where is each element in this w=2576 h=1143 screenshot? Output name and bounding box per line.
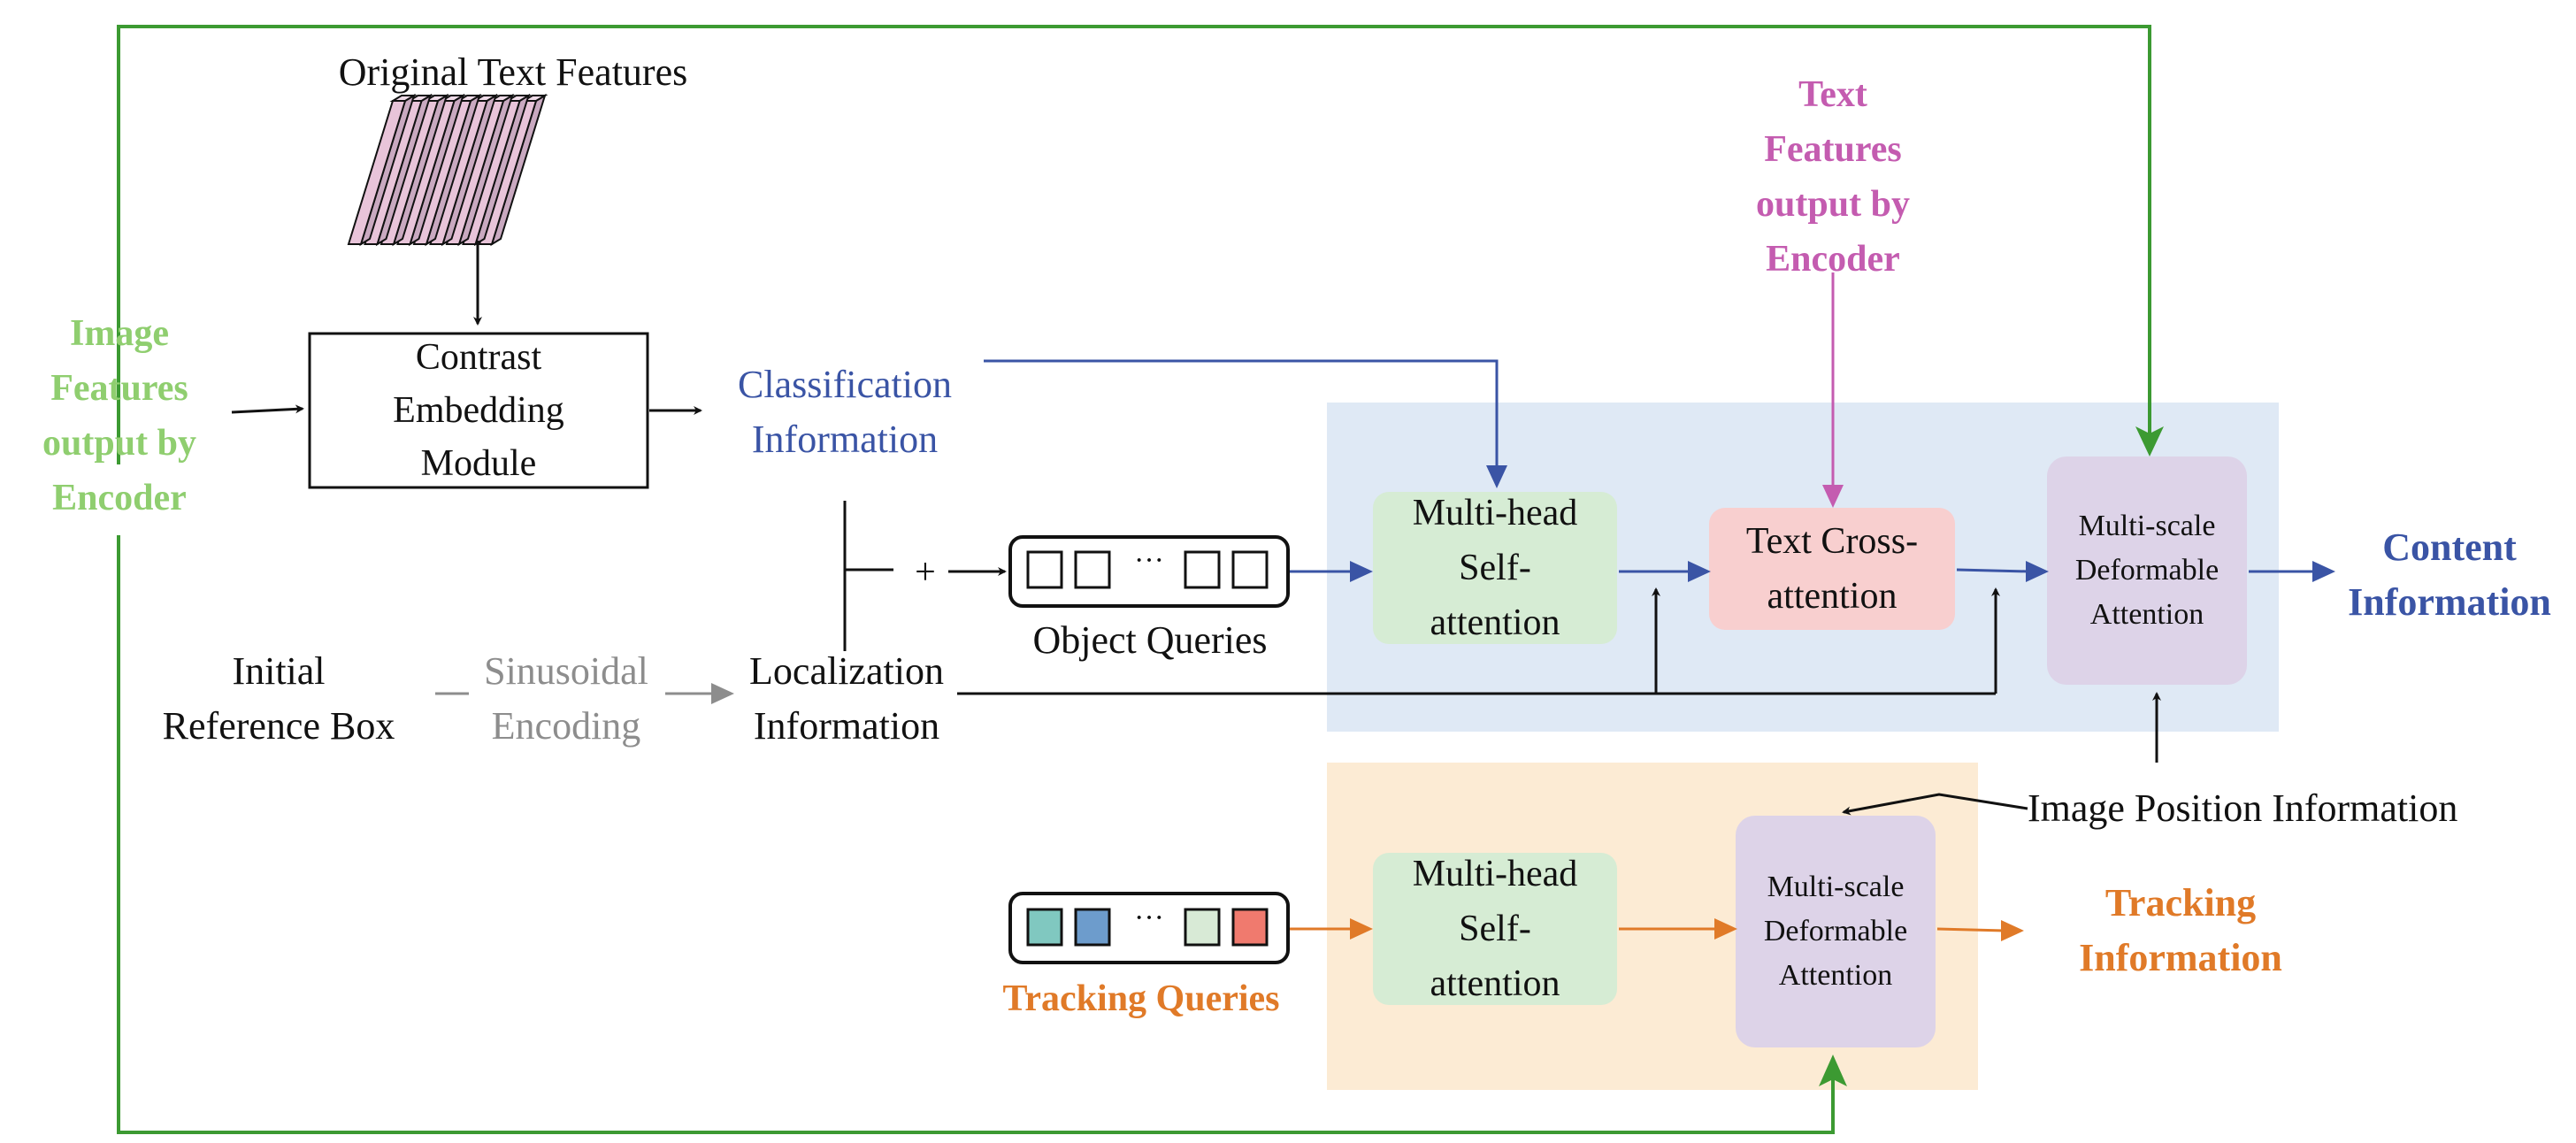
plus-sign: + — [915, 552, 936, 593]
object-query-slot — [1184, 550, 1221, 589]
image-feature-loop-arrowhead-top — [2135, 426, 2164, 456]
queries-to-mhsa-arrowhead — [1350, 561, 1373, 582]
image-position-information-label: Image Position Information — [2028, 786, 2458, 830]
classification-to-mhsa-line — [984, 359, 1499, 478]
tracking-queries-ellipsis: ··· — [1134, 901, 1164, 934]
tracking-query-slot — [1026, 908, 1063, 947]
text-feature-slab — [347, 100, 407, 245]
tracking-query-slot — [1231, 908, 1269, 947]
mhsa-bottom-label: Multi-head Self- attention — [1412, 854, 1578, 1004]
text-features-to-cross-arrowhead — [1822, 485, 1844, 508]
text-features-encoder-label: Text Features output by Encoder — [1756, 74, 1910, 280]
mhsa-top-box — [1373, 492, 1617, 644]
original-text-features-label: Original Text Features — [338, 50, 688, 94]
mhsa-to-cross-arrowhead — [1688, 561, 1711, 582]
msda-top-box — [2047, 456, 2247, 685]
tracking-information-label: Tracking Information — [2079, 881, 2282, 979]
cross-to-msda-arrowhead — [2026, 561, 2049, 582]
content-information-label: Content Information — [2348, 525, 2551, 624]
mhsa-to-msda-bottom-arrowhead — [1714, 918, 1737, 940]
msda-to-tracking-info-arrowhead — [2001, 920, 2024, 941]
image-feature-loop-bottom-line — [117, 535, 1835, 1134]
object-queries-label: Object Queries — [1032, 618, 1268, 662]
cross-to-msda-line — [1956, 568, 2030, 573]
localization-information-label: Localization Information — [749, 649, 944, 748]
contrast-embedding-box — [308, 332, 649, 489]
tracking-query-slot — [1184, 908, 1221, 947]
msda-to-content-arrowhead — [2312, 561, 2335, 582]
object-query-slot — [1074, 550, 1111, 589]
msda-top-label: Multi-scale Deformable Attention — [2074, 510, 2220, 631]
image-features-label: Image Features output by Encoder — [42, 313, 196, 518]
mhsa-top-label: Multi-head Self- attention — [1412, 493, 1578, 643]
tracking-queries-label: Tracking Queries — [1002, 978, 1280, 1019]
tracking-query-slot — [1074, 908, 1111, 947]
msda-bottom-box — [1736, 816, 1936, 1047]
object-queries-ellipsis: ··· — [1134, 544, 1164, 577]
mhsa-bottom-box — [1373, 853, 1617, 1005]
classification-to-mhsa-arrowhead — [1486, 465, 1507, 488]
sinusoidal-to-localization-arrowhead — [711, 683, 734, 704]
image-feature-loop-arrowhead-bottom — [1819, 1055, 1847, 1086]
object-query-slot — [1026, 550, 1063, 589]
text-cross-attention-label: Text Cross- attention — [1745, 521, 1919, 617]
text-feature-slabs — [347, 93, 548, 247]
position-to-msda-bottom-line — [1842, 793, 2028, 816]
text-cross-attention-box — [1709, 508, 1955, 630]
image-features-to-contrast-arrow — [231, 404, 304, 414]
tracking-queries-to-mhsa-arrowhead — [1350, 918, 1373, 940]
sinusoidal-encoding-label: Sinusoidal Encoding — [484, 649, 648, 748]
initial-reference-box-label: Initial Reference Box — [162, 649, 395, 748]
msda-bottom-label: Multi-scale Deformable Attention — [1763, 871, 1908, 992]
msda-to-tracking-info-line — [1936, 927, 2005, 932]
object-query-slot — [1231, 550, 1269, 589]
contrast-embedding-label: Contrast Embedding Module — [393, 337, 564, 484]
image-feature-loop-line — [117, 25, 2151, 464]
classification-information-label: Classification Information — [738, 363, 952, 461]
